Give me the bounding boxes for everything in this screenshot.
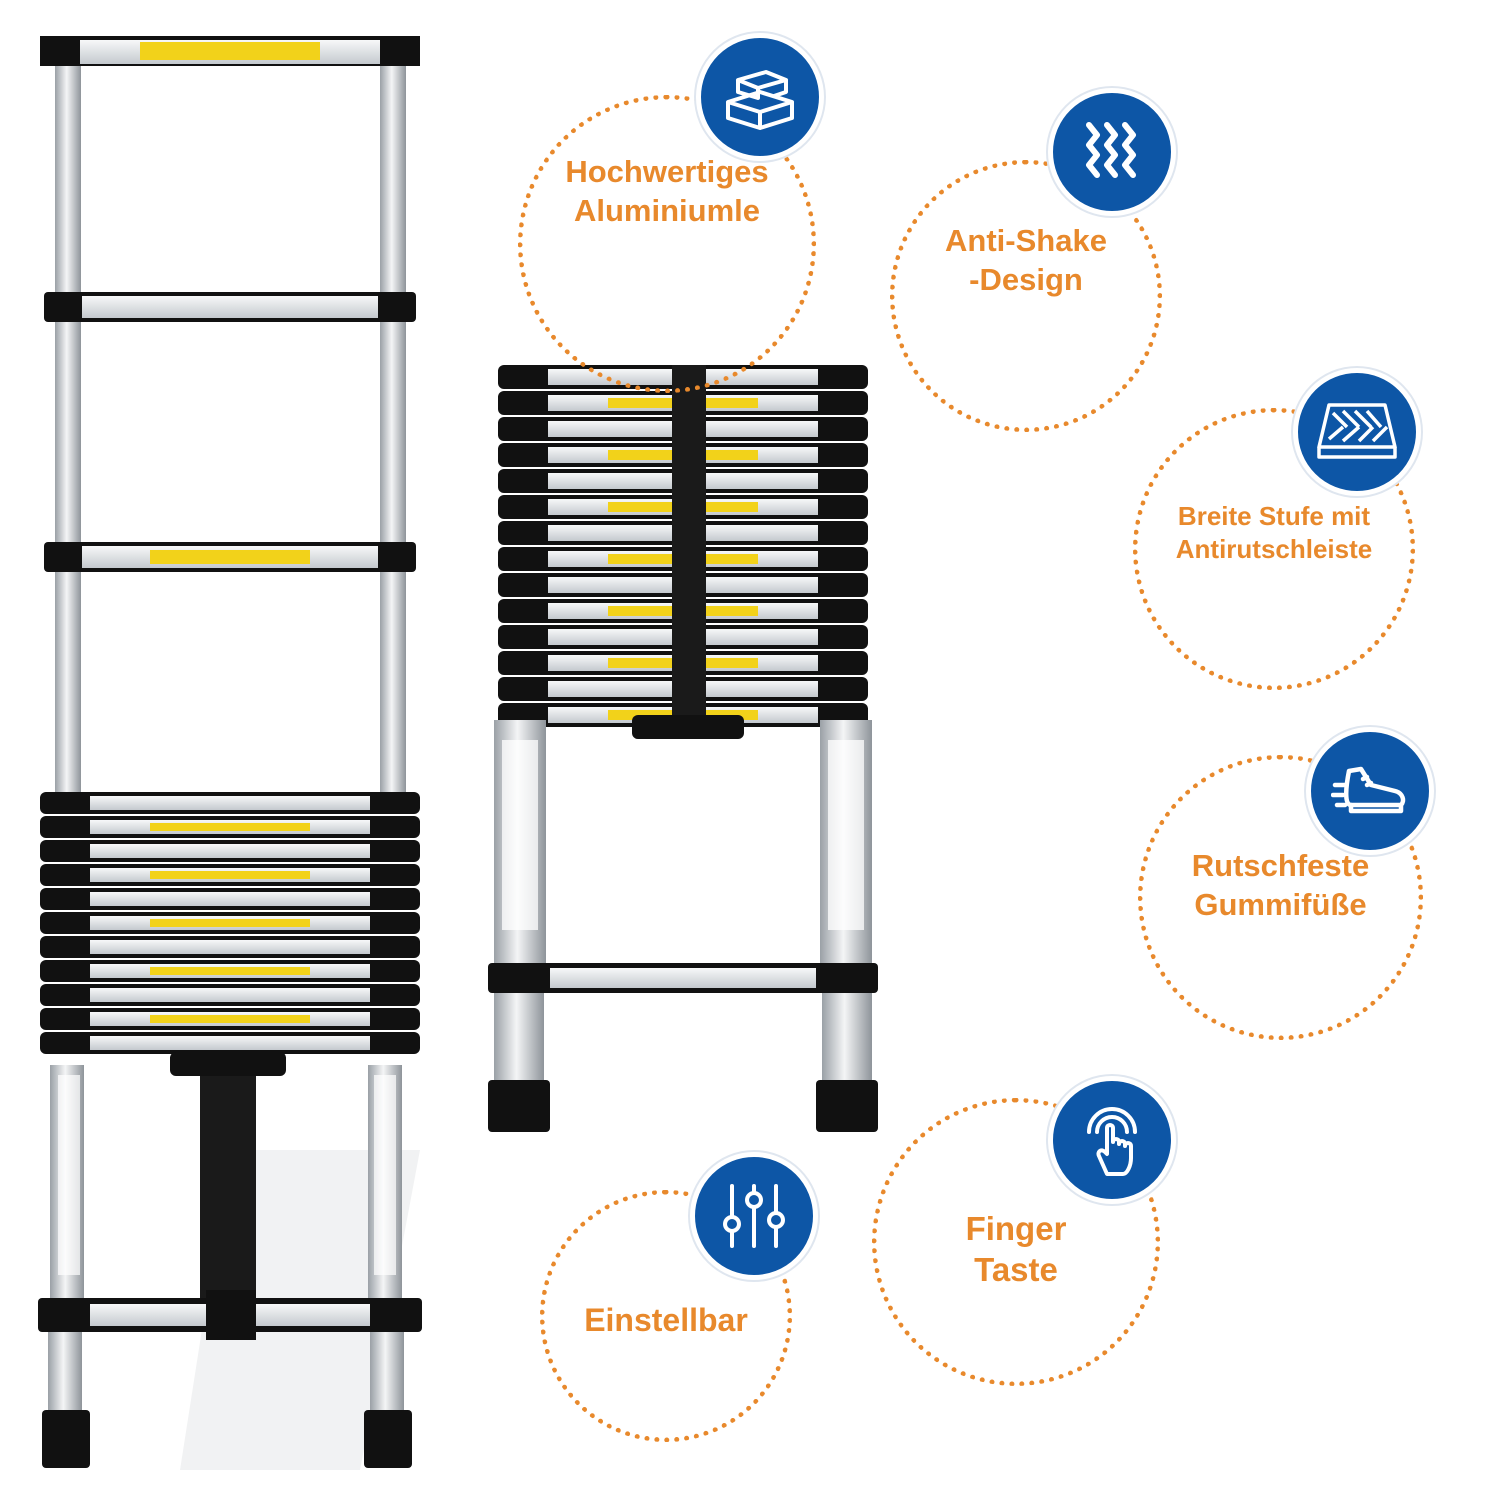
finger-touch-icon — [1048, 1076, 1176, 1204]
feature-label: Finger Taste — [965, 1210, 1067, 1289]
feature-finger-button: Finger Taste — [872, 1076, 1176, 1386]
aluminium-blocks-icon — [696, 33, 824, 161]
feature-adjustable: Einstellbar — [540, 1152, 818, 1442]
feature-anti-shake: Anti-Shake -Design — [890, 88, 1176, 432]
feature-ring — [1133, 408, 1415, 690]
extended-ladder-image — [38, 36, 422, 1470]
running-shoe-icon — [1306, 727, 1434, 855]
feature-wide-step: Breite Stufe mit Antirutschleiste — [1133, 368, 1421, 690]
feature-label: Hochwertiges Aluminiumle — [565, 154, 769, 228]
feature-label: Rutschfeste Gummifüße — [1191, 848, 1370, 922]
feature-ring — [518, 95, 816, 393]
feature-label: Einstellbar — [584, 1302, 748, 1338]
adjustment-sliders-icon — [690, 1152, 818, 1280]
feature-label: Breite Stufe mit Antirutschleiste — [1175, 501, 1373, 564]
vibration-waves-icon — [1048, 88, 1176, 216]
feature-ring — [1138, 755, 1423, 1040]
feature-ring — [540, 1190, 792, 1442]
anti-slip-step-icon — [1293, 368, 1421, 496]
feature-label: Anti-Shake -Design — [945, 223, 1107, 297]
feature-aluminium: Hochwertiges Aluminiumle — [518, 33, 824, 393]
collapsed-ladder-image — [488, 365, 878, 1132]
feature-rubber-feet: Rutschfeste Gummifüße — [1138, 727, 1434, 1040]
feature-ring — [872, 1098, 1160, 1386]
feature-ring — [890, 160, 1162, 432]
